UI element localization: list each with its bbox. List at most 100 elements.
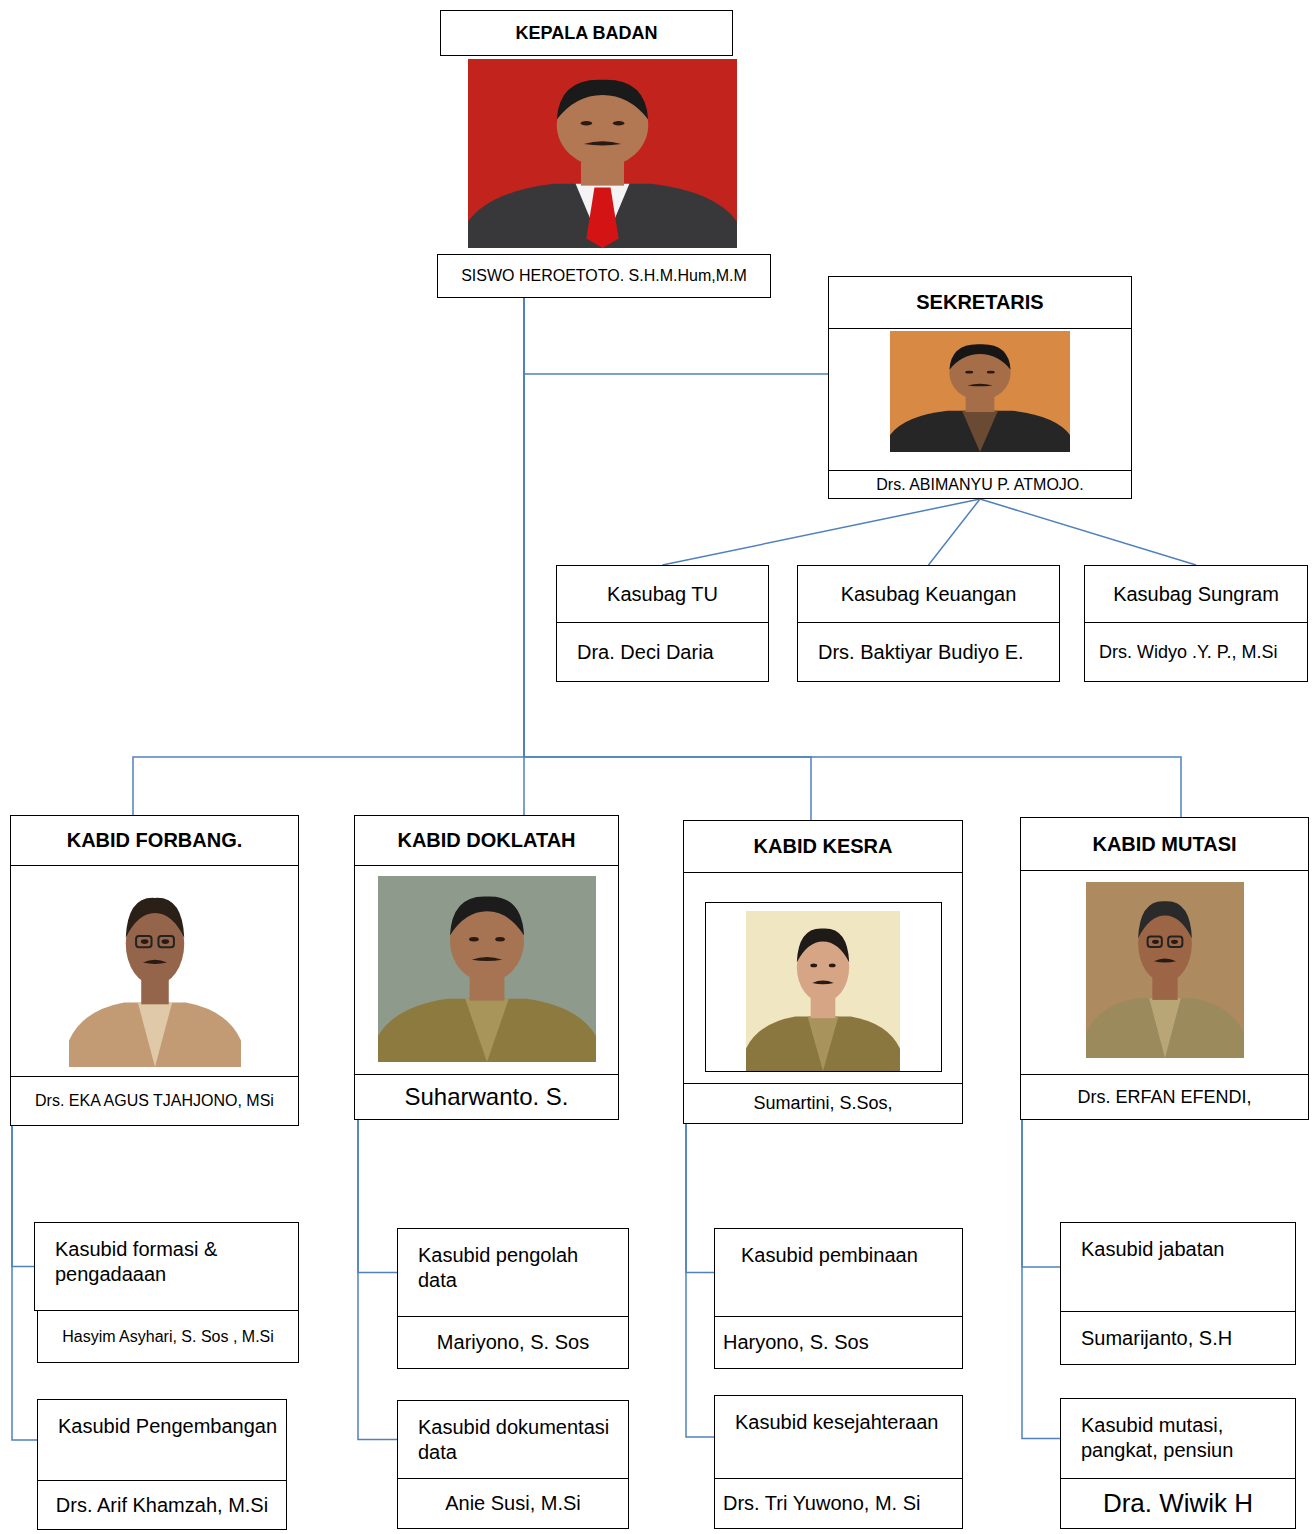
- person-name: Dra. Deci Daria: [577, 640, 714, 665]
- position-title: SEKRETARIS: [916, 290, 1043, 315]
- portrait-photo: [468, 59, 737, 248]
- connector-line: [686, 1124, 714, 1273]
- org-box: Kasubid PengembanganDrs. Arif Khamzah, M…: [37, 1399, 287, 1530]
- person-name: Drs. ERFAN EFENDI,: [1077, 1086, 1251, 1109]
- person-name: Anie Susi, M.Si: [445, 1491, 581, 1516]
- title-cell: Kasubid pembinaan: [714, 1228, 963, 1317]
- name-cell: Sumarijanto, S.H: [1060, 1311, 1296, 1365]
- person-name: Drs. Tri Yuwono, M. Si: [723, 1491, 920, 1516]
- org-box: Kasubid pembinaanHaryono, S. Sos: [714, 1228, 963, 1369]
- position-title: Kasubag Keuangan: [841, 582, 1017, 607]
- position-title: Kasubid pengolah data: [418, 1243, 622, 1293]
- title-cell: KEPALA BADAN: [440, 10, 733, 56]
- photo-frame: [354, 865, 619, 1075]
- name-cell: Drs. EKA AGUS TJAHJONO, MSi: [10, 1076, 299, 1126]
- connector-line: [663, 499, 981, 565]
- connector-line: [358, 1120, 397, 1273]
- position-title: KABID FORBANG.: [67, 828, 243, 853]
- title-cell: KABID MUTASI: [1020, 817, 1309, 871]
- name-cell: Suharwanto. S.: [354, 1074, 619, 1120]
- title-cell: Kasubag Keuangan: [797, 565, 1060, 623]
- org-box: Kasubid jabatanSumarijanto, S.H: [1060, 1222, 1296, 1365]
- org-box: KABID DOKLATAH Suharwanto. S.: [354, 815, 619, 1120]
- position-title: Kasubag TU: [607, 582, 718, 607]
- photo-frame: [683, 872, 963, 1084]
- name-cell: Mariyono, S. Sos: [397, 1316, 629, 1369]
- org-box: Kasubid pengolah dataMariyono, S. Sos: [397, 1228, 629, 1369]
- position-title: Kasubid dokumentasi data: [418, 1415, 622, 1465]
- position-title: Kasubid mutasi, pangkat, pensiun: [1081, 1413, 1289, 1463]
- person-name: Sumarijanto, S.H: [1081, 1326, 1232, 1351]
- connector-line: [1022, 1120, 1060, 1267]
- title-cell: KABID KESRA: [683, 820, 963, 873]
- position-title: Kasubag Sungram: [1113, 582, 1279, 607]
- connector-line: [686, 1124, 714, 1437]
- person-name: Dra. Wiwik H: [1103, 1487, 1253, 1520]
- name-cell: Drs. Baktiyar Budiyo E.: [797, 622, 1060, 682]
- name-cell: Drs. Tri Yuwono, M. Si: [714, 1478, 963, 1529]
- position-title: KABID DOKLATAH: [397, 828, 575, 853]
- position-title: KABID KESRA: [754, 834, 893, 859]
- position-title: Kasubid pembinaan: [741, 1243, 918, 1268]
- org-box: Kasubag TU Dra. Deci Daria: [556, 565, 769, 682]
- connector-line: [524, 298, 828, 374]
- person-name: Drs. Arif Khamzah, M.Si: [56, 1493, 268, 1518]
- org-box: Kasubag SungramDrs. Widyo .Y. P., M.Si: [1084, 565, 1308, 682]
- title-cell: Kasubag TU: [556, 565, 769, 623]
- photo-frame: [1020, 870, 1309, 1075]
- org-box: KABID FORBANG. Drs. EKA AGUS TJAHJONO, MS…: [10, 815, 299, 1126]
- title-cell: KABID DOKLATAH: [354, 815, 619, 866]
- title-cell: KABID FORBANG.: [10, 815, 299, 866]
- org-box: Kasubag KeuanganDrs. Baktiyar Budiyo E.: [797, 565, 1060, 682]
- org-box: Kasubid formasi & pengadaaanHasyim Asyha…: [34, 1222, 299, 1363]
- connector-line: [929, 499, 981, 565]
- position-title: Kasubid Pengembangan: [58, 1414, 277, 1439]
- name-cell: Dra. Deci Daria: [556, 622, 769, 682]
- title-cell: Kasubid jabatan: [1060, 1222, 1296, 1312]
- title-cell: SEKRETARIS: [828, 276, 1132, 329]
- org-box: KABID MUTASI Drs. ERFAN EFENDI,: [1020, 817, 1309, 1120]
- portrait-photo: [378, 876, 596, 1062]
- person-name: Drs. Widyo .Y. P., M.Si: [1099, 641, 1277, 664]
- position-title: Kasubid jabatan: [1081, 1237, 1224, 1262]
- org-box: Kasubid mutasi, pangkat, pensiunDra. Wiw…: [1060, 1398, 1296, 1529]
- person-name: Mariyono, S. Sos: [437, 1330, 589, 1355]
- portrait-photo: [1086, 882, 1244, 1058]
- name-cell: Drs. ERFAN EFENDI,: [1020, 1074, 1309, 1120]
- name-cell: Haryono, S. Sos: [714, 1316, 963, 1369]
- title-cell: Kasubid Pengembangan: [37, 1399, 287, 1481]
- connector-line: [12, 1126, 34, 1267]
- org-box: Kasubid dokumentasi dataAnie Susi, M.Si: [397, 1400, 629, 1529]
- person-name: Drs. ABIMANYU P. ATMOJO.: [876, 475, 1083, 495]
- title-cell: Kasubid formasi & pengadaaan: [34, 1222, 299, 1311]
- person-name: Suharwanto. S.: [404, 1082, 568, 1112]
- name-cell: SISWO HEROETOTO. S.H.M.Hum,M.M: [437, 254, 771, 298]
- position-title: Kasubid kesejahteraan: [735, 1410, 938, 1435]
- org-box: Kasubid kesejahteraanDrs. Tri Yuwono, M.…: [714, 1395, 963, 1529]
- photo-frame: [433, 55, 771, 255]
- connector-line: [133, 298, 524, 815]
- name-cell: Drs. Widyo .Y. P., M.Si: [1084, 622, 1308, 682]
- portrait-photo: [746, 911, 900, 1071]
- name-cell: Dra. Wiwik H: [1060, 1478, 1296, 1529]
- title-cell: Kasubid pengolah data: [397, 1228, 629, 1317]
- position-title: KABID MUTASI: [1092, 832, 1236, 857]
- name-cell: Hasyim Asyhari, S. Sos , M.Si: [37, 1310, 299, 1363]
- portrait-photo: [69, 877, 241, 1067]
- connector-line: [980, 499, 1196, 565]
- portrait-photo: [890, 331, 1070, 452]
- connector-line: [358, 1120, 397, 1440]
- connector-line: [524, 298, 811, 820]
- title-cell: Kasubid dokumentasi data: [397, 1400, 629, 1479]
- title-cell: Kasubag Sungram: [1084, 565, 1308, 623]
- person-name: Haryono, S. Sos: [723, 1330, 869, 1355]
- title-cell: Kasubid mutasi, pangkat, pensiun: [1060, 1398, 1296, 1479]
- org-box: KABID KESRA Sumartini, S.Sos,: [683, 820, 963, 1124]
- org-box: KEPALA BADAN SISWO HEROETOTO. S.H.M.Hum,M…: [433, 10, 771, 298]
- position-title: Kasubid formasi & pengadaaan: [55, 1237, 292, 1287]
- person-name: SISWO HEROETOTO. S.H.M.Hum,M.M: [461, 266, 747, 286]
- name-cell: Drs. ABIMANYU P. ATMOJO.: [828, 470, 1132, 499]
- person-name: Sumartini, S.Sos,: [753, 1092, 892, 1115]
- name-cell: Sumartini, S.Sos,: [683, 1083, 963, 1124]
